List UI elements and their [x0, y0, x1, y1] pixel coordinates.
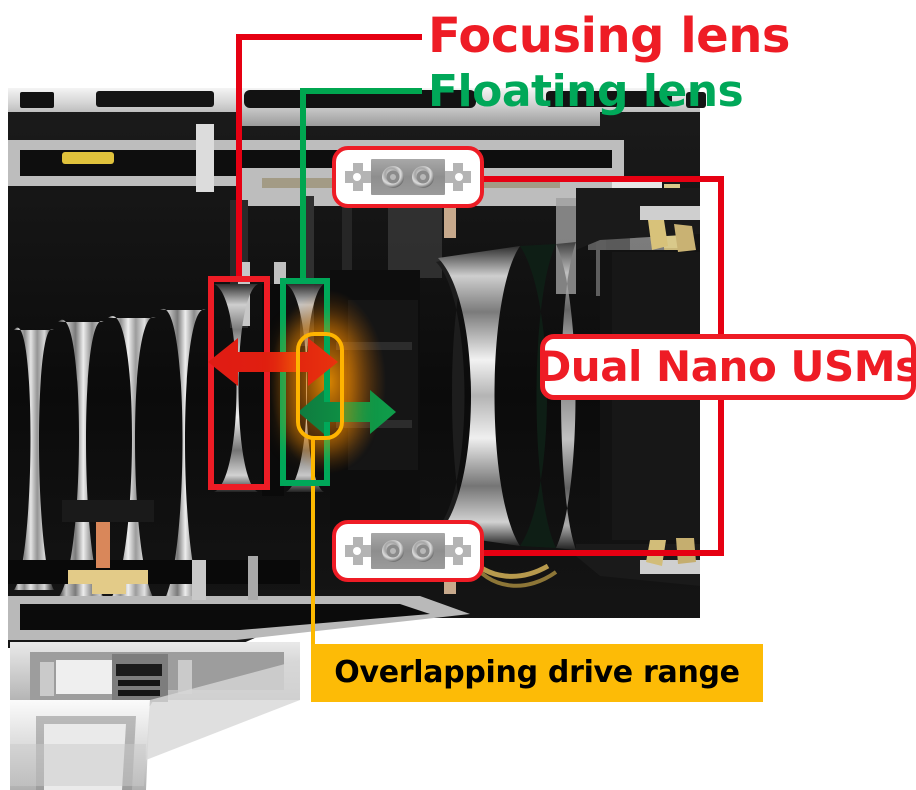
overlapping-drive-range-banner: Overlapping drive range — [311, 644, 763, 702]
leader-line-bottom-motor-horizontal — [470, 550, 724, 556]
usm-motor-icon — [345, 159, 471, 195]
leader-line-floating-vertical — [300, 88, 306, 284]
leader-line-overlap-vertical — [311, 436, 315, 646]
leader-line-focusing-vertical — [236, 34, 242, 282]
dual-nano-usms-label: Dual Nano USMs — [536, 342, 916, 391]
overlapping-range-highlight — [296, 332, 344, 440]
floating-lens-travel-arrow — [298, 390, 396, 434]
leader-line-floating-horizontal — [300, 88, 422, 94]
leader-line-top-motor-vertical — [718, 176, 724, 344]
leader-line-top-motor-horizontal — [470, 176, 724, 182]
focusing-lens-outline — [208, 276, 270, 490]
bottom-usm-motor-callout[interactable] — [332, 520, 484, 582]
usm-motor-icon — [345, 533, 471, 569]
floating-lens-label: Floating lens — [428, 66, 744, 117]
top-usm-motor-callout[interactable] — [332, 146, 484, 208]
overlapping-drive-range-label: Overlapping drive range — [334, 655, 740, 690]
leader-line-bottom-motor-vertical — [718, 392, 724, 556]
focusing-lens-label: Focusing lens — [428, 8, 790, 64]
leader-line-focusing-horizontal — [236, 34, 422, 40]
dual-nano-usms-callout[interactable]: Dual Nano USMs — [536, 334, 916, 400]
floating-lens-outline — [280, 278, 330, 486]
focusing-lens-travel-arrow — [208, 338, 338, 386]
